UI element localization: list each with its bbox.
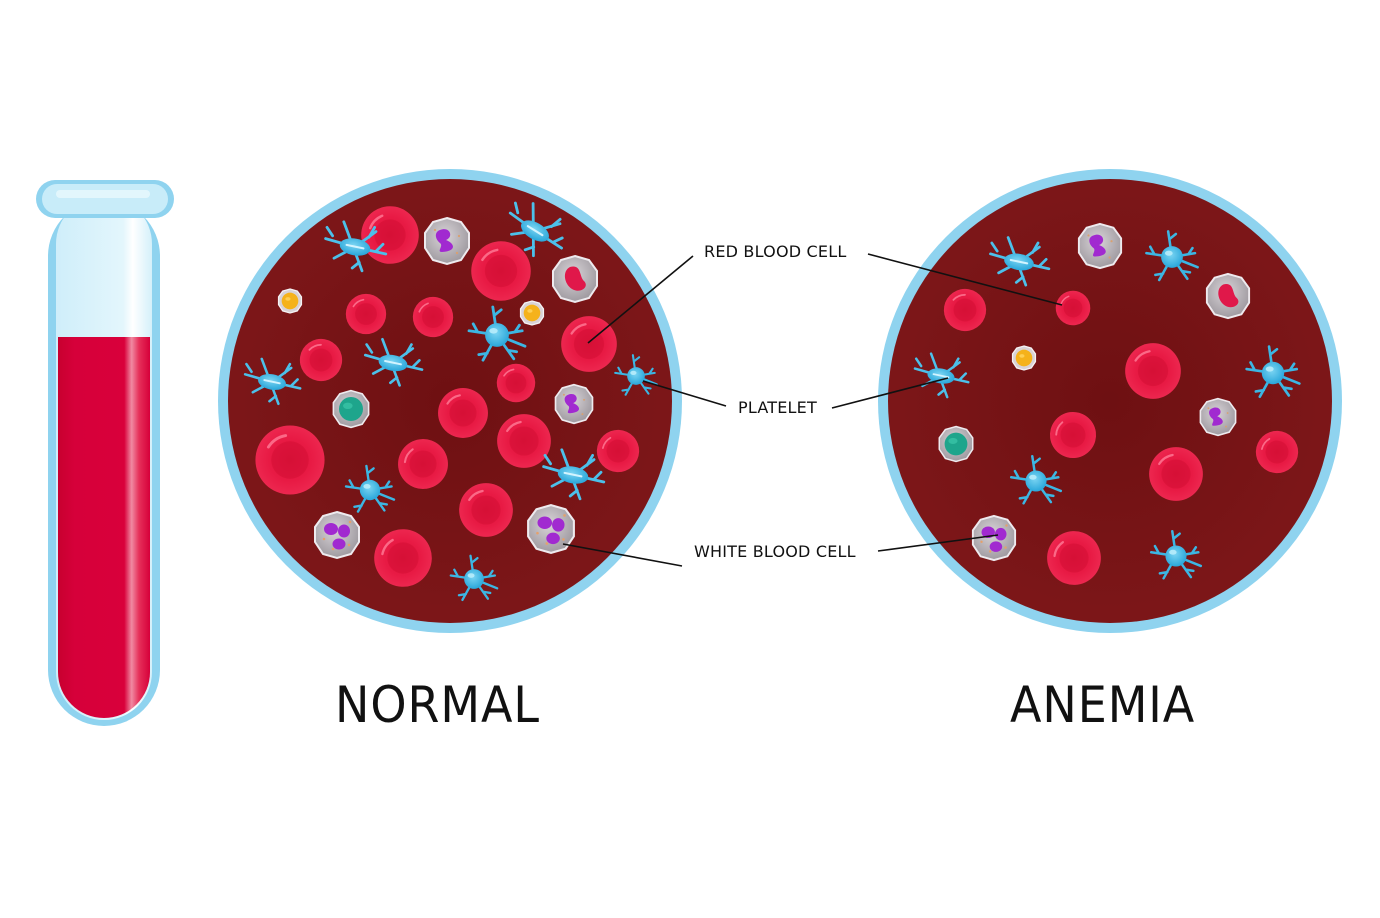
test-tube <box>36 180 174 726</box>
white-blood-cell-label: WHITE BLOOD CELL <box>694 542 856 561</box>
leader-lines <box>562 253 1063 567</box>
red-blood-cell-label: RED BLOOD CELL <box>704 242 847 261</box>
blood-fill <box>58 337 150 718</box>
normal-title: NORMAL <box>335 676 540 734</box>
anemia-title: ANEMIA <box>1010 676 1196 734</box>
anemia-blood-sample <box>878 169 1342 633</box>
normal-blood-sample <box>218 169 682 633</box>
platelet-label: PLATELET <box>738 398 817 417</box>
